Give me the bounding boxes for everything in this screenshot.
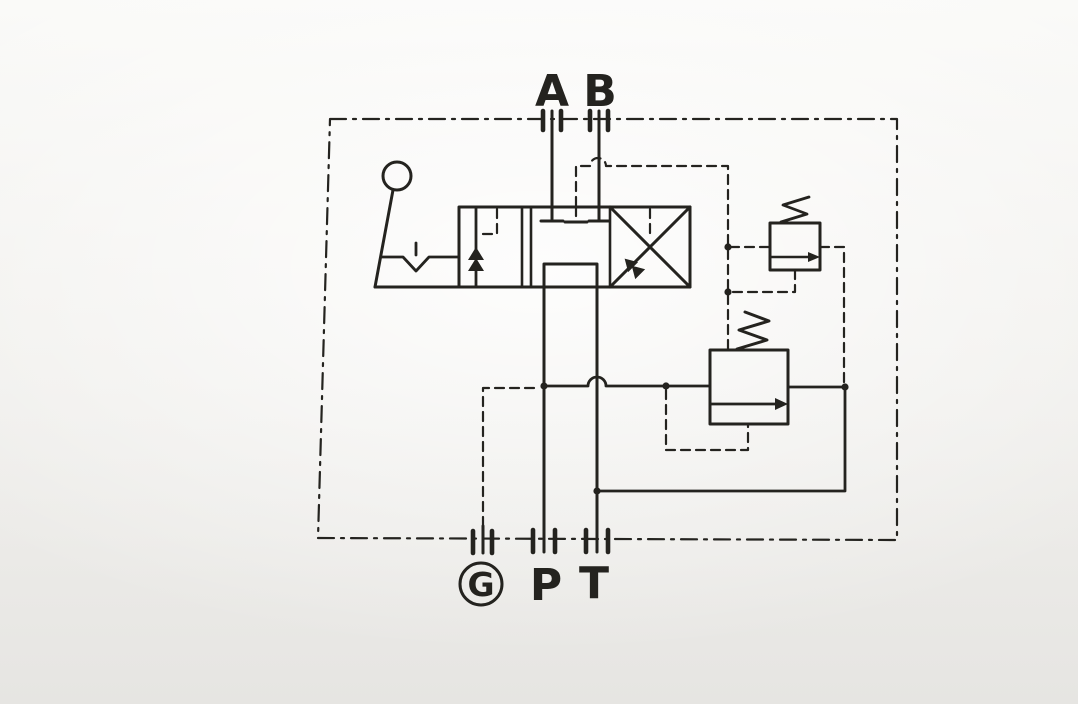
junction-dot xyxy=(662,382,670,390)
port-g-circle-icon xyxy=(458,561,504,607)
main-relief-valve xyxy=(664,310,790,452)
detent-notch-icon xyxy=(380,255,461,273)
pressure-line-network xyxy=(540,375,849,495)
main-relief-spring-icon xyxy=(735,310,771,351)
pilot-relief-body xyxy=(768,221,822,272)
port-g: G xyxy=(458,386,542,607)
cross-flow-arrow-icon xyxy=(624,258,646,280)
port-a-label: A xyxy=(535,66,569,117)
inlet-pilot-passage xyxy=(476,207,499,236)
port-b: B xyxy=(583,66,617,222)
inlet-flow-arrow-icon xyxy=(468,258,484,271)
gauge-line xyxy=(481,386,542,528)
port-b-label: B xyxy=(583,66,617,117)
junction-dot xyxy=(841,383,849,391)
port-g-label: G xyxy=(467,565,494,604)
lever-ball-icon xyxy=(381,160,413,192)
pilot-relief-flow-arrow-icon xyxy=(808,252,820,262)
port-t: T xyxy=(579,527,611,609)
valve-body xyxy=(457,205,692,289)
lever-arm xyxy=(373,188,395,289)
port-p-label: P xyxy=(530,560,562,611)
port-p: P xyxy=(530,527,562,611)
main-relief-pilot-sense-line xyxy=(664,388,750,452)
cross-path-2 xyxy=(608,205,692,289)
junction-dot xyxy=(724,288,732,296)
tank-return-line xyxy=(595,385,847,493)
pilot-line-network xyxy=(574,156,732,352)
open-center-bypass xyxy=(542,262,599,554)
pilot-relief-drain-line xyxy=(731,268,797,294)
pilot-relief-valve xyxy=(728,195,846,386)
directional-valve xyxy=(373,160,692,554)
lever-actuator xyxy=(373,160,461,289)
junction-dot xyxy=(724,243,732,251)
main-relief-body xyxy=(708,348,790,426)
enclosure-boundary xyxy=(316,117,899,542)
main-relief-flow-arrow-icon xyxy=(775,398,788,410)
pilot-signal-line xyxy=(574,156,730,352)
junction-dot xyxy=(593,487,601,495)
port-a: A xyxy=(535,66,569,221)
port-t-label: T xyxy=(579,558,609,609)
pressure-branch-line xyxy=(542,375,712,388)
pilot-relief-outlet-line xyxy=(818,245,846,386)
inlet-flow-arrow-icon xyxy=(468,247,484,260)
junction-dot xyxy=(540,382,548,390)
pilot-relief-spring-icon xyxy=(779,195,811,224)
